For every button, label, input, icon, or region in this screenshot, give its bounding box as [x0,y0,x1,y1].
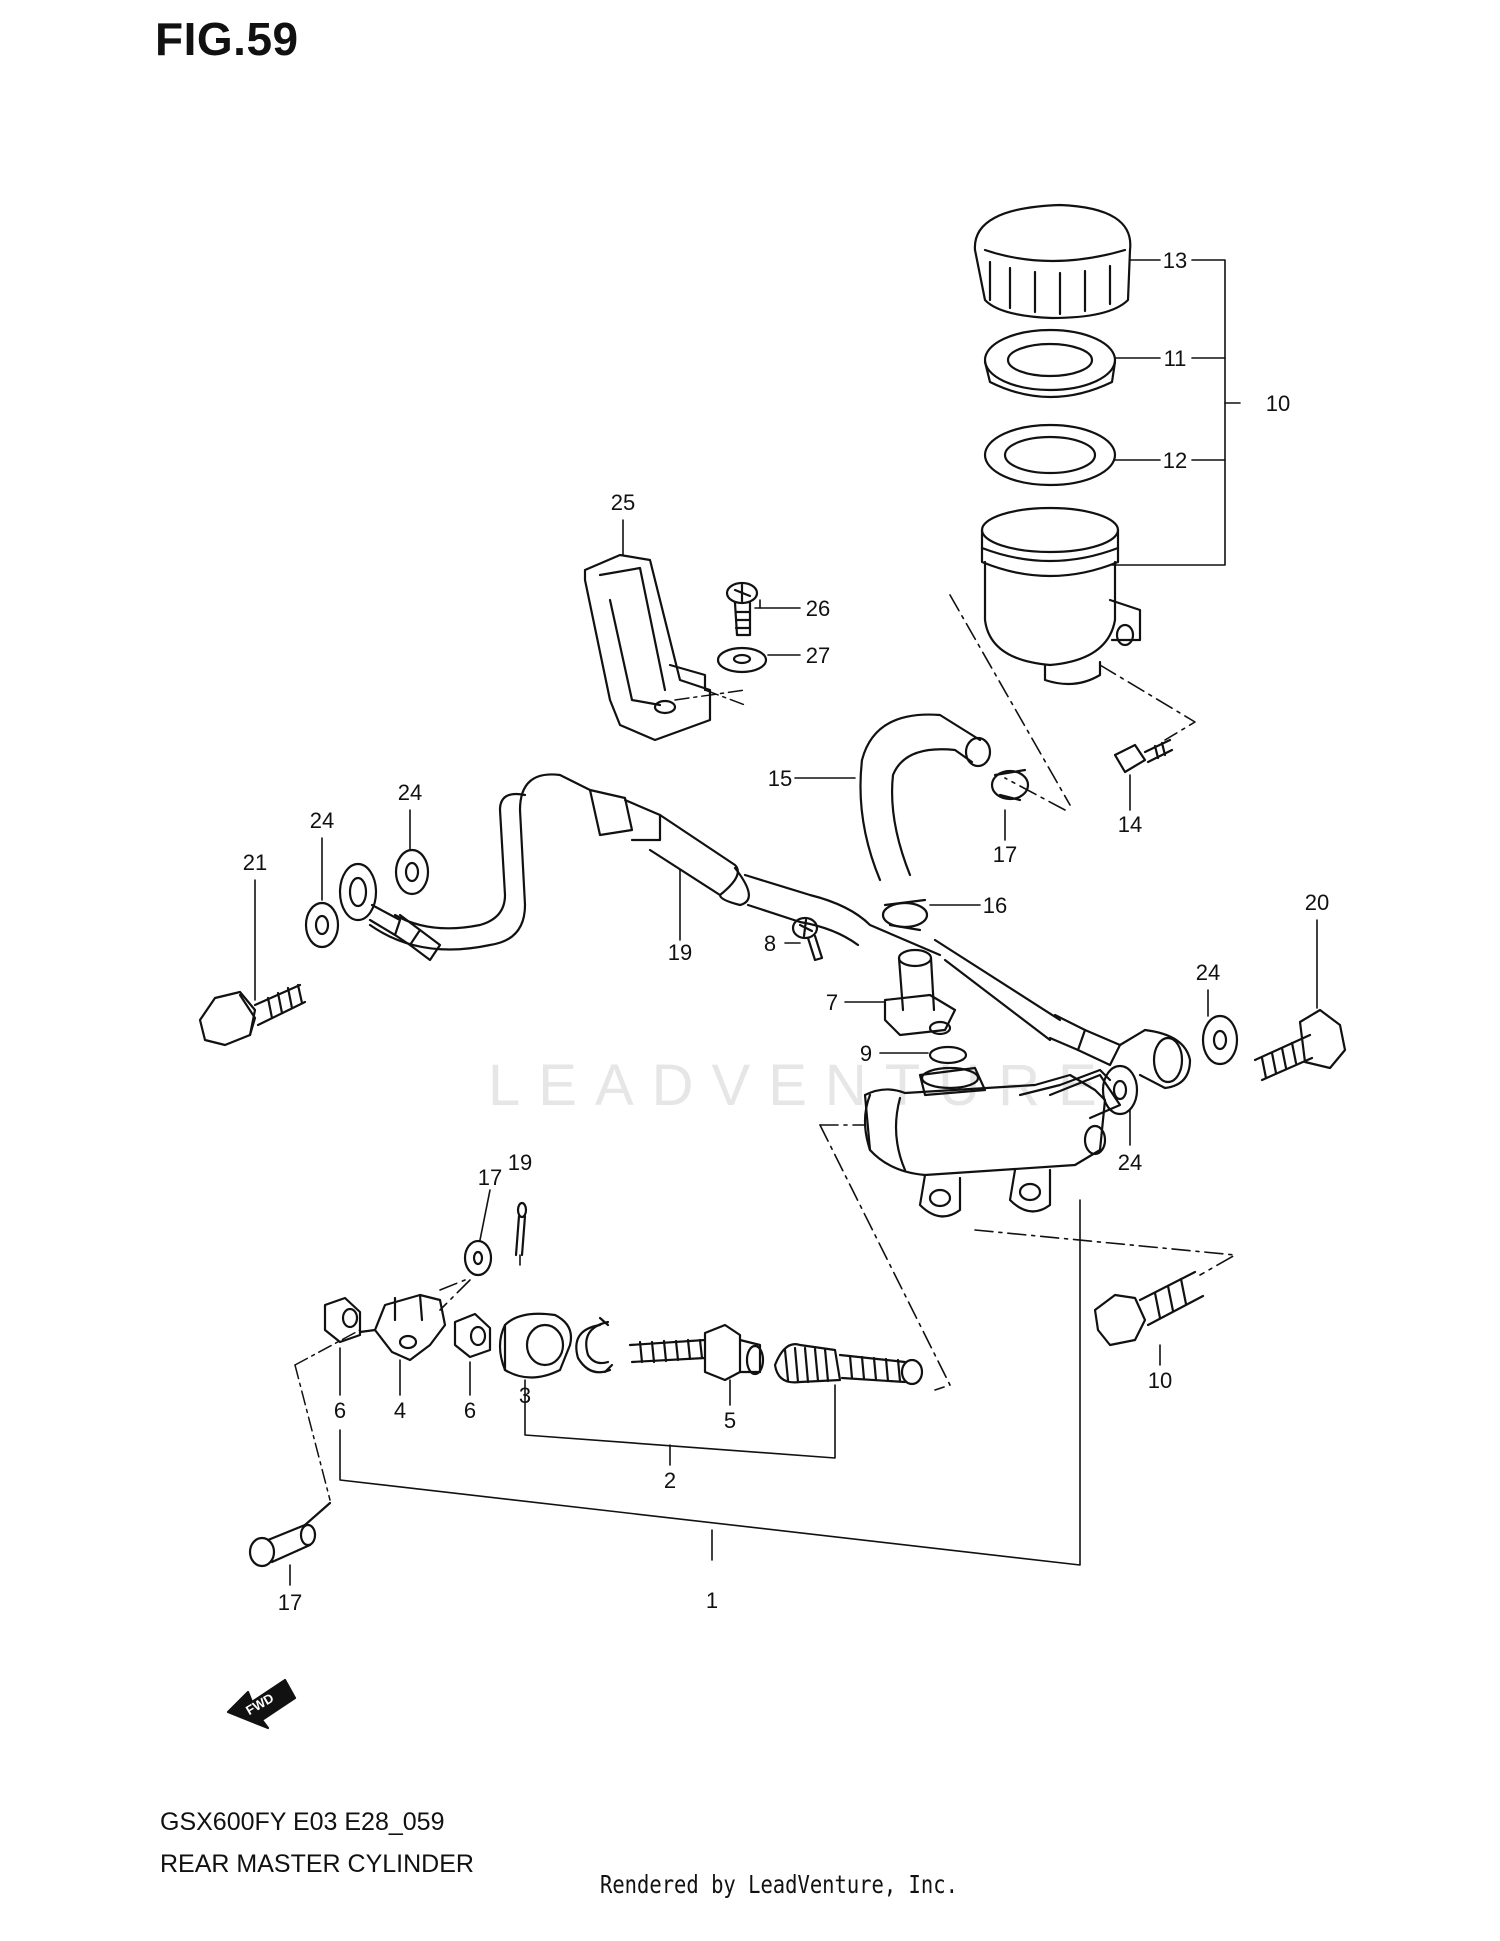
callout-5: 5 [724,1408,736,1433]
callout-18: 17 [278,1590,302,1615]
screw-26 [725,581,759,637]
diaphragm-plate-12 [983,328,1117,399]
callout-26: 26 [806,596,830,621]
callout-15: 14 [1118,812,1142,837]
piston-rod-5 [628,1323,765,1382]
callout-24-d: 24 [1118,1150,1142,1175]
boot-3 [498,1312,573,1379]
callout-2: 2 [664,1468,676,1493]
circlip [575,1316,614,1374]
clevis-pin-18 [248,1501,332,1568]
watermark: LEADVENTURE [488,1053,1115,1118]
callout-labels: 13 11 12 10 14 15 17 16 25 26 27 24 24 2… [243,248,1329,1615]
leader-lines [254,259,1318,1586]
washer-24-b [304,901,340,949]
hose-right [743,873,1122,1067]
banjo-fitting-left [338,862,442,962]
washer-27 [716,646,768,674]
diaphragm-13 [983,423,1117,487]
clamp-17-upper [990,768,1030,802]
assembly-name: REAR MASTER CYLINDER [160,1850,474,1878]
callout-3: 3 [519,1383,531,1408]
callout-8: 9 [860,1041,872,1066]
callout-17-lower: 16 [983,893,1007,918]
callout-1: 1 [706,1588,718,1613]
banjo-fitting-right [1118,1028,1192,1090]
callout-20: 19 [508,1150,532,1175]
figure-title: FIG.59 [155,13,299,65]
callout-24-a: 24 [398,780,422,805]
callout-6-left: 6 [334,1398,346,1423]
callout-11: 10 [1266,391,1290,416]
callout-23: 21 [243,850,267,875]
screw-15 [1113,738,1174,774]
callout-21: 19 [668,940,692,965]
cotter-pin-20 [514,1201,528,1257]
callout-9: 8 [764,931,776,956]
callout-7: 7 [826,990,838,1015]
callout-19: 17 [478,1165,502,1190]
union-bolt-22 [1253,1008,1347,1082]
hose-21 [368,773,750,951]
callout-24-b: 24 [310,808,334,833]
screw-9 [791,916,824,962]
washer-24-c [1201,1014,1239,1066]
callout-13: 12 [1163,448,1187,473]
clamp-17-lower [881,898,929,932]
piston-spring [773,1343,924,1386]
washer-19 [463,1239,493,1277]
reservoir-body [980,506,1142,686]
hose-16 [859,713,992,882]
mounting-lugs [918,1168,1052,1218]
callout-4: 4 [394,1398,406,1423]
joint-7 [883,948,957,1037]
render-credit: Rendered by LeadVenture, Inc. [600,1870,958,1899]
callout-16: 15 [768,766,792,791]
cylinder-phantom-lines [439,1124,1236,1391]
callout-10: 10 [1148,1368,1172,1393]
washer-24-a [394,848,430,896]
clevis-4 [358,1293,447,1362]
callout-25: 25 [611,490,635,515]
callout-6-right: 6 [464,1398,476,1423]
callout-14: 13 [1163,248,1187,273]
washer-24-d [1101,1064,1139,1116]
master-cylinder-body [863,1066,1122,1177]
callout-12: 11 [1164,346,1187,371]
union-bolt-23 [198,983,307,1047]
bolt-10 [1093,1270,1205,1347]
callout-22: 20 [1305,890,1329,915]
nut-6-right [453,1312,492,1359]
bracket-25 [583,553,712,742]
nut-6-left [323,1296,362,1344]
callout-27: 27 [806,643,830,668]
model-code: GSX600FY E03 E28_059 [160,1808,445,1836]
callout-17-upper: 17 [993,842,1017,867]
reservoir-cap-14 [973,203,1132,320]
o-ring-8 [928,1045,968,1065]
reservoir-phantom-lines [949,594,1196,811]
callout-24-c: 24 [1196,960,1220,985]
fwd-arrow-icon [226,1678,297,1730]
